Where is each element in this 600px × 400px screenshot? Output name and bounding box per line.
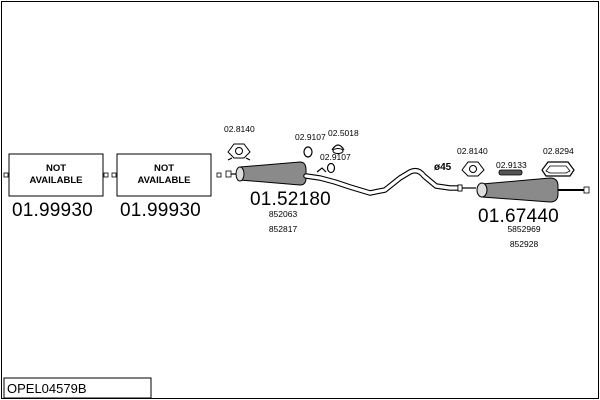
accessory-6-code: 02.9133 [496,160,527,170]
gasket-1-hole-icon [235,147,243,155]
clamp-u-icon [331,144,345,151]
part-2-inlet [111,172,117,178]
strap-inner-icon [545,165,571,174]
part-3-middle-silencer: 01.52180 852063 852817 [225,161,463,234]
pipe-diameter-label: ø45 [434,162,452,173]
part-1-inlet [3,172,9,178]
part-3-code: 01.52180 [250,189,331,210]
accessory-clamp: 02.5018 [328,128,359,154]
accessory-7-code: 02.8294 [543,146,574,156]
part-1-line2: AVAILABLE [30,175,83,186]
hanger-icon [498,169,523,176]
part-2-line2: AVAILABLE [138,175,191,186]
part-1-outlet [103,172,109,178]
accessory-hanger: 02.9133 [496,160,527,176]
part-1-line1: NOT [46,163,66,174]
accessory-ring-2: 02.9107 [320,152,351,174]
accessory-gasket-2: 02.8140 [457,146,488,177]
part-4-silencer-end [476,182,488,198]
part-3-pipe-inner [304,169,460,195]
accessory-2-code: 02.9107 [295,132,326,142]
gasket-1-tabs-icon [227,157,251,161]
part-1-box [8,153,104,197]
part-4-inlet-flange [457,184,463,192]
gasket-2-hole-icon [469,165,477,173]
part-4-rear-silencer: 01.67440 5852969 852928 [457,177,590,249]
reference-box [3,377,152,399]
part-3-inlet-flange [225,170,232,178]
ring-2-icon [326,162,336,174]
part-1-not-available: NOT AVAILABLE 01.99930 [3,153,109,221]
reference-code: OPEL04579B [7,381,87,396]
accessory-gasket-1: 02.8140 [224,124,255,161]
part-3-oem-2: 852817 [269,224,298,234]
part-2-box [116,153,212,197]
accessory-4-code: 02.9107 [320,152,351,162]
part-3-silencer-body [239,161,307,186]
clamp-base-icon [332,148,344,154]
part-2-outlet [216,172,222,178]
part-2-code: 01.99930 [120,200,201,221]
part-2-line1: NOT [154,163,174,174]
ring-1-icon [303,146,313,158]
part-4-code: 01.67440 [478,206,559,227]
accessory-3-code: 02.5018 [328,128,359,138]
part-3-oem-1: 852063 [269,209,298,219]
part-2-not-available: NOT AVAILABLE 01.99930 [111,153,222,221]
part-4-oem-2: 852928 [510,239,539,249]
accessory-1-code: 02.8140 [224,124,255,134]
accessory-ring-1: 02.9107 [295,132,326,158]
part-4-oem-1: 5852969 [507,224,540,234]
accessory-strap: 02.8294 [541,146,575,177]
accessory-5-code: 02.8140 [457,146,488,156]
part-3-hanger-bracket [316,167,327,173]
part-1-code: 01.99930 [12,200,93,221]
part-4-tail-tip [583,186,590,194]
strap-icon [541,161,575,177]
part-3-silencer-end [235,166,245,182]
part-4-silencer-body [481,177,559,203]
